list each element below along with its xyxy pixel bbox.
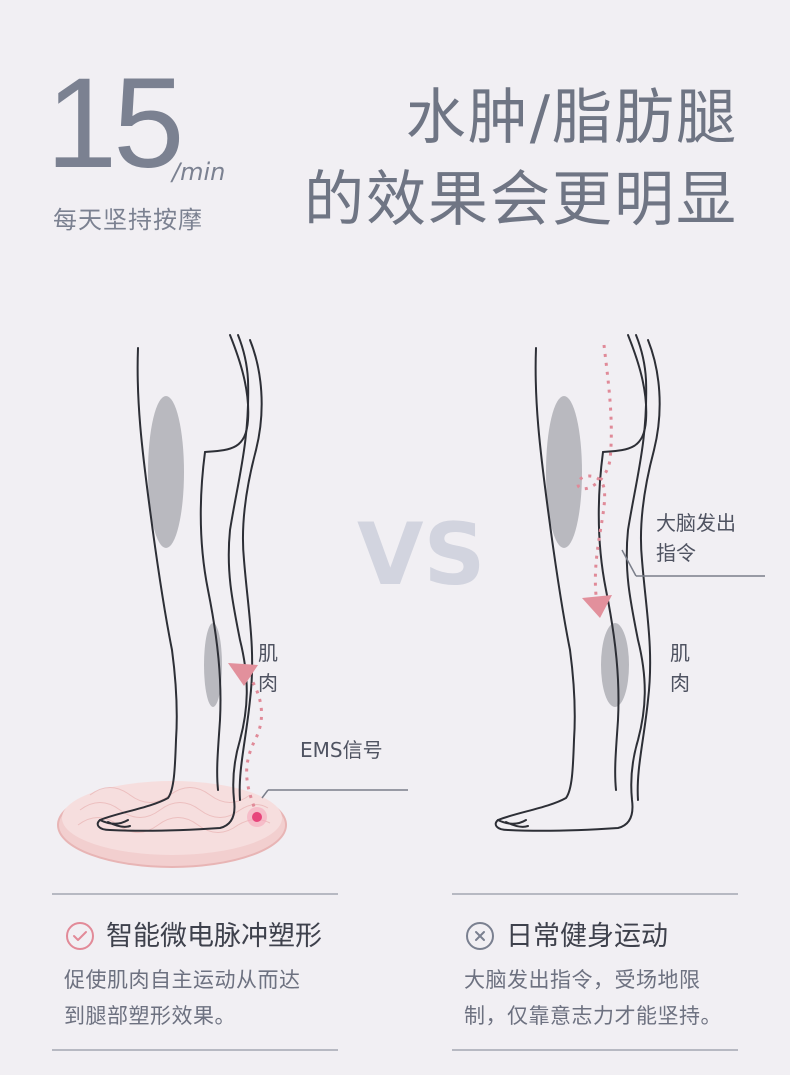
duration-number: 15 — [46, 52, 184, 195]
left-top-divider — [52, 893, 338, 895]
right-top-divider — [452, 893, 738, 895]
headline-line-2: 的效果会更明显 — [304, 165, 738, 235]
duration-unit: /min — [172, 158, 226, 186]
ems-signal-path — [228, 663, 408, 827]
right-leg — [494, 334, 661, 832]
ems-signal-label: EMS信号 — [300, 738, 383, 762]
cross-circle-icon — [466, 922, 494, 950]
left-desc-line-2: 到腿部塑形效果。 — [64, 1004, 236, 1028]
check-circle-icon — [66, 922, 94, 950]
right-muscle-label: 肌 肉 — [670, 641, 690, 695]
left-bottom-divider — [52, 1049, 338, 1051]
vs-label: VS — [357, 505, 486, 605]
left-desc-line-1: 促使肌肉自主运动从而达 — [64, 968, 301, 992]
right-card-header: 日常健身运动 — [466, 922, 668, 950]
brain-command-label: 大脑发出 指令 — [656, 511, 736, 565]
daily-massage-text: 每天坚持按摩 — [53, 206, 203, 234]
right-card-title: 日常健身运动 — [506, 920, 668, 952]
left-card-description: 促使肌肉自主运动从而达 到腿部塑形效果。 — [64, 962, 301, 1034]
brain-signal-path — [576, 344, 765, 618]
left-muscle-text: 肌 肉 — [258, 641, 278, 695]
right-desc-line-2: 制，仅靠意志力才能坚持。 — [464, 1004, 722, 1028]
left-leg — [96, 334, 263, 832]
left-muscle-label: 肌 肉 — [258, 638, 284, 698]
right-card-description: 大脑发出指令，受场地限 制，仅靠意志力才能坚持。 — [464, 962, 722, 1034]
left-card-header: 智能微电脉冲塑形 — [66, 922, 322, 950]
headline-line-1: 水肿/脂肪腿 — [405, 83, 738, 153]
ems-mat — [57, 781, 287, 868]
right-bottom-divider — [452, 1049, 738, 1051]
legs-illustration — [57, 334, 765, 868]
right-desc-line-1: 大脑发出指令，受场地限 — [464, 968, 701, 992]
left-card-title: 智能微电脉冲塑形 — [106, 920, 322, 952]
